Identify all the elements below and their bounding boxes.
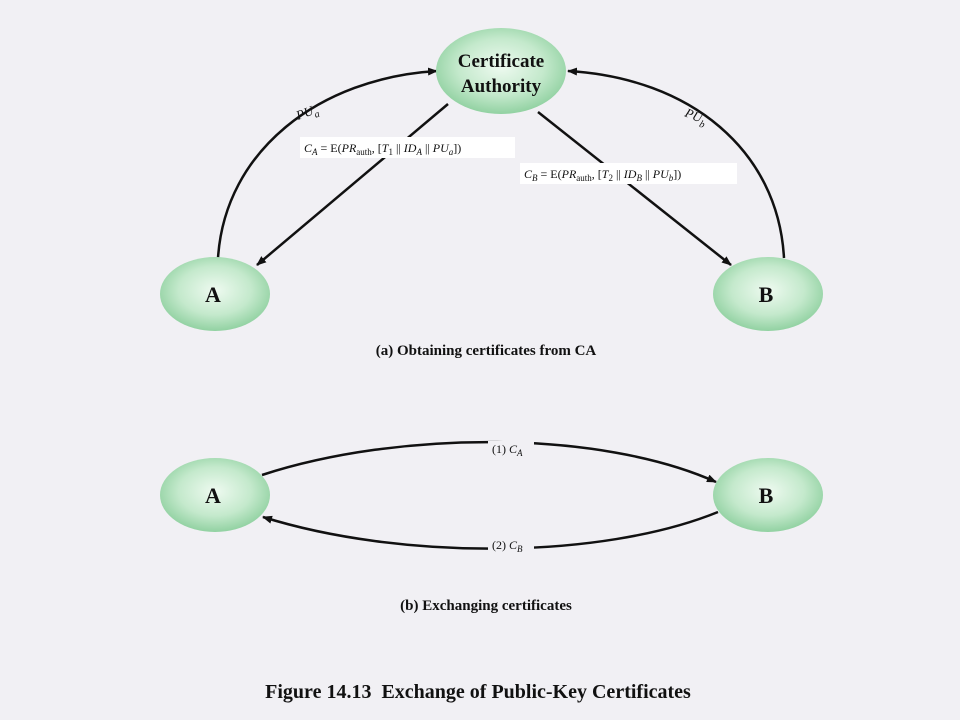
node-a-label: A [205, 282, 221, 307]
label-box-cert-a [300, 137, 515, 158]
arrow-cert-a [256, 103, 449, 266]
node-b-label: B [759, 282, 774, 307]
caption-a: (a) Obtaining certificates from CA [376, 343, 597, 359]
arrow-cert-b [537, 111, 732, 266]
ca-label-line2: Authority [461, 76, 542, 97]
figure-title: Figure 14.13 Exchange of Public-Key Cert… [265, 681, 691, 703]
node-certificate-authority [436, 28, 566, 114]
ca-label-line1: Certificate [458, 51, 545, 72]
label-step2: (2) CB [492, 538, 523, 554]
caption-b: (b) Exchanging certificates [400, 598, 572, 614]
label-cert-a: CA = E(PRauth, [T1 || IDA || PUa]) [304, 141, 461, 157]
node-a [160, 257, 270, 331]
label-step1: (1) CA [492, 442, 523, 458]
label-pu-a: PUa [293, 101, 321, 127]
arrow-pu-a [216, 67, 438, 259]
diagram-b: A B (1) CA (2) CB (b) Exchanging certifi… [160, 440, 823, 614]
label-cert-b: CB = E(PRauth, [T2 || IDB || PUb]) [524, 167, 681, 183]
label-box-cert-b [520, 163, 737, 184]
label-box-step2 [488, 537, 534, 553]
node-b-exchange-label: B [759, 483, 774, 508]
node-a-exchange-label: A [205, 483, 221, 508]
label-box-step1 [488, 441, 534, 457]
arrow-pu-b [567, 67, 786, 259]
node-a-exchange [160, 458, 270, 532]
label-pu-b: PUb [680, 104, 709, 130]
node-b [713, 257, 823, 331]
diagram-a: Certificate Authority A B PUa PUb CA = E… [160, 28, 823, 359]
node-b-exchange [713, 458, 823, 532]
